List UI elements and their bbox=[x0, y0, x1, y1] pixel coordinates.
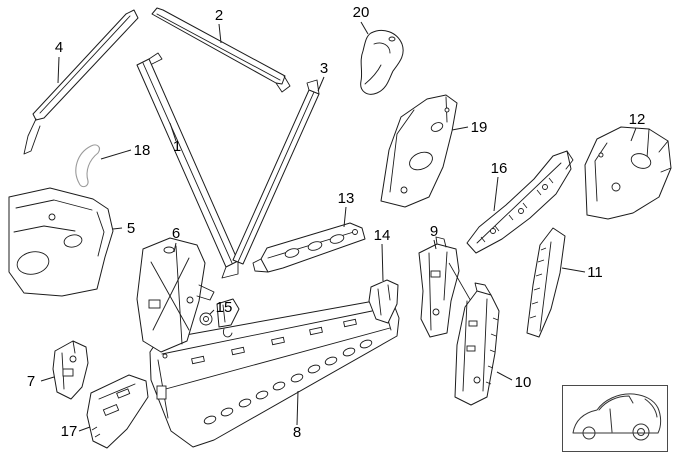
part-12-drawing[interactable] bbox=[584, 126, 672, 220]
leader-line-9 bbox=[433, 239, 437, 250]
leader-line-7 bbox=[40, 376, 55, 382]
part-5-drawing[interactable] bbox=[8, 187, 114, 297]
callout-label-4[interactable]: 4 bbox=[55, 39, 63, 56]
part-13-drawing[interactable] bbox=[252, 222, 366, 273]
part-11-drawing[interactable] bbox=[526, 227, 566, 338]
callout-label-14[interactable]: 14 bbox=[374, 227, 391, 244]
callout-labels: 1 2 3 4 5 6 7 8 9 10 11 12 13 14 15 16 1… bbox=[27, 4, 646, 441]
callout-label-5[interactable]: 5 bbox=[127, 220, 135, 237]
part-10-drawing[interactable] bbox=[454, 282, 500, 406]
callout-label-16[interactable]: 16 bbox=[491, 160, 508, 177]
leader-line-5 bbox=[112, 227, 123, 230]
part-20-drawing[interactable] bbox=[360, 30, 404, 95]
part-14-drawing[interactable] bbox=[368, 279, 399, 324]
part-16-drawing[interactable] bbox=[466, 150, 574, 254]
callout-label-12[interactable]: 12 bbox=[629, 111, 646, 128]
leader-line-8 bbox=[296, 390, 299, 426]
part-7-drawing[interactable] bbox=[52, 340, 89, 400]
part-4-drawing[interactable] bbox=[23, 9, 139, 155]
part-15-drawing[interactable] bbox=[199, 298, 240, 338]
callout-label-10[interactable]: 10 bbox=[515, 374, 532, 391]
leader-line-14 bbox=[381, 243, 384, 282]
callout-label-2[interactable]: 2 bbox=[215, 7, 223, 24]
part-2-drawing[interactable] bbox=[151, 7, 291, 93]
callout-label-19[interactable]: 19 bbox=[471, 119, 488, 136]
callout-label-18[interactable]: 18 bbox=[134, 142, 151, 159]
part-18-drawing[interactable] bbox=[75, 144, 100, 188]
leader-line-2 bbox=[218, 23, 222, 44]
leader-lines bbox=[40, 21, 637, 432]
leader-line-18 bbox=[100, 149, 132, 160]
part-19-drawing[interactable] bbox=[380, 94, 458, 208]
callout-label-6[interactable]: 6 bbox=[172, 225, 180, 242]
callout-label-17[interactable]: 17 bbox=[61, 423, 78, 440]
leader-line-10 bbox=[496, 371, 513, 381]
thumbnail-frame bbox=[562, 385, 668, 452]
leader-line-16 bbox=[493, 176, 499, 212]
callout-label-15[interactable]: 15 bbox=[216, 299, 233, 316]
callout-label-13[interactable]: 13 bbox=[338, 190, 355, 207]
leader-line-20 bbox=[360, 21, 369, 35]
leader-line-19 bbox=[451, 126, 469, 131]
leader-line-15 bbox=[209, 309, 215, 315]
callout-label-11[interactable]: 11 bbox=[587, 264, 603, 281]
callout-label-3[interactable]: 3 bbox=[320, 60, 328, 77]
callout-label-20[interactable]: 20 bbox=[353, 4, 370, 21]
part-9-drawing[interactable] bbox=[418, 236, 460, 338]
part-6-drawing[interactable] bbox=[136, 237, 215, 353]
part-8-drawing[interactable] bbox=[149, 300, 400, 448]
car-overview-thumbnail[interactable] bbox=[562, 385, 668, 452]
leader-line-17 bbox=[78, 426, 91, 432]
leader-line-12 bbox=[630, 127, 637, 142]
leader-line-1 bbox=[169, 122, 177, 142]
car-sketch bbox=[572, 393, 662, 441]
leader-line-4 bbox=[57, 56, 60, 84]
leader-line-13 bbox=[343, 206, 347, 228]
leader-line-6 bbox=[173, 242, 177, 253]
part-17-drawing[interactable] bbox=[86, 374, 149, 449]
leader-line-3 bbox=[317, 76, 325, 92]
callout-label-8[interactable]: 8 bbox=[293, 424, 301, 441]
leader-line-11 bbox=[561, 267, 586, 273]
callout-label-9[interactable]: 9 bbox=[430, 223, 438, 240]
callout-label-1[interactable]: 1 bbox=[173, 138, 181, 155]
callout-label-7[interactable]: 7 bbox=[27, 373, 35, 390]
part-3-drawing[interactable] bbox=[232, 79, 320, 265]
